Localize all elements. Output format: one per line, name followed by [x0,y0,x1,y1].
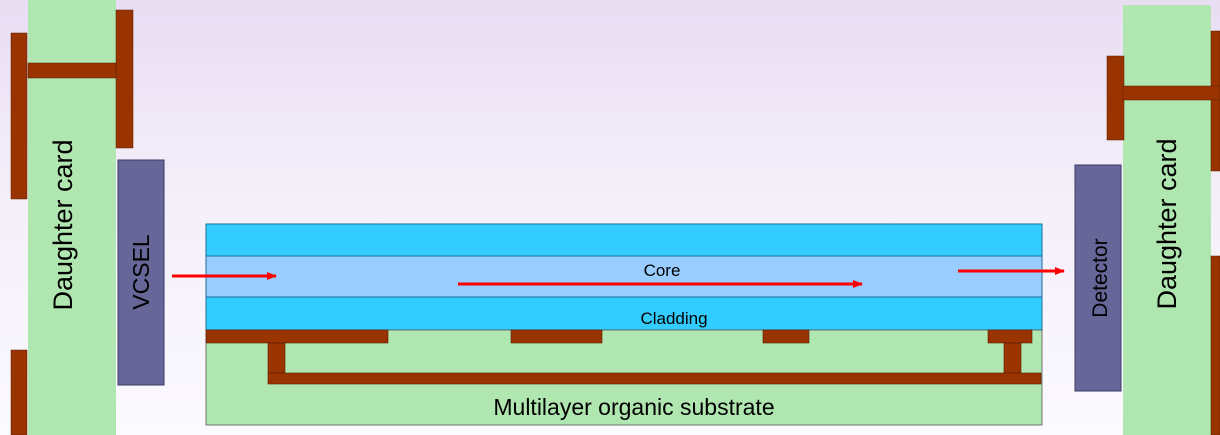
left-card-pad-right [115,9,134,149]
substrate-pad-3 [762,329,810,344]
substrate-label: Multilayer organic substrate [493,394,774,420]
left-daughter-card-label: Daughter card [48,139,78,310]
waveguide: Core Cladding [205,223,1043,331]
lower-cladding [205,296,1043,331]
vcsel-block [117,159,165,386]
upper-cladding [205,223,1043,257]
substrate-pad-2 [510,329,603,344]
vcsel: VCSEL [117,159,165,386]
right-card-pad-lower [1210,255,1220,435]
substrate-trace [267,372,1042,385]
core-layer [205,255,1043,298]
substrate-pad-1 [205,329,389,344]
vcsel-label: VCSEL [128,234,154,310]
cladding-label: Cladding [640,309,707,328]
substrate-via-right [1003,342,1022,374]
left-card-pad-upper [10,32,28,200]
core-label: Core [644,261,681,280]
right-daughter-card-board [1123,5,1211,435]
left-card-pad-lower [10,349,28,435]
left-daughter-card: Daughter card [10,0,134,435]
detector-block [1074,164,1122,392]
right-card-pad-left [1106,55,1125,141]
right-daughter-card-label: Daughter card [1152,138,1182,309]
detector: Detector [1074,164,1122,392]
light-path [172,267,1065,288]
substrate-via-left [267,342,286,374]
right-card-pad-upper [1210,30,1220,172]
substrate-pad-4 [987,329,1033,344]
right-card-via [1122,85,1220,101]
left-card-via [27,62,117,79]
right-daughter-card: Daughter card [1106,5,1220,435]
substrate: Multilayer organic substrate [205,329,1043,426]
detector-label: Detector [1089,238,1112,317]
